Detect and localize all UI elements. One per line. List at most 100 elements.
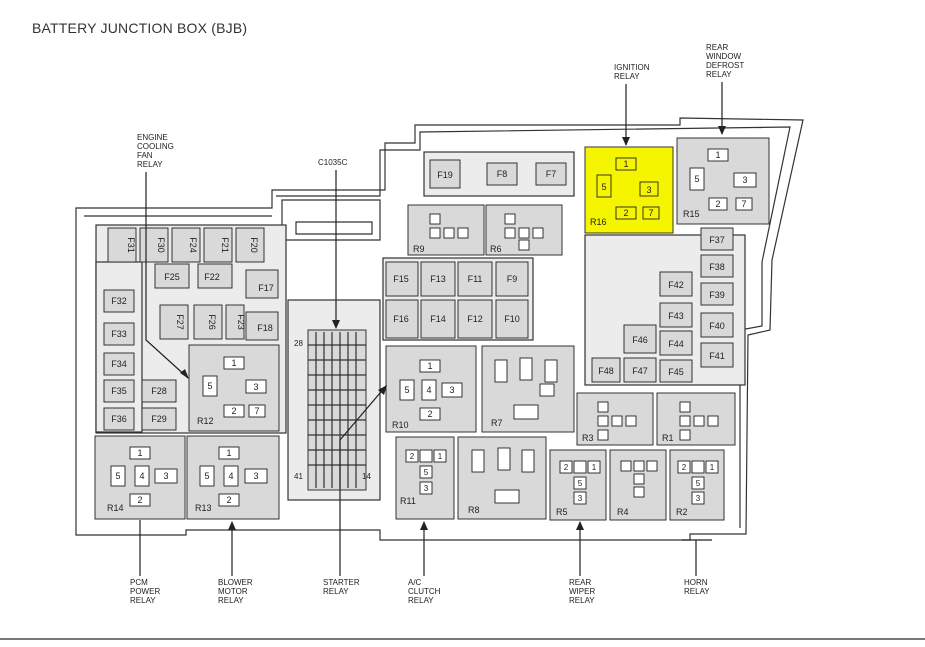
relay-label-r5: R5 xyxy=(556,507,568,517)
relay-label-r16: R16 xyxy=(590,217,607,227)
fuse-f8: F8 xyxy=(497,169,508,179)
relay-label-r6: R6 xyxy=(490,244,502,254)
r14-pin-3: 3 xyxy=(163,471,168,481)
callout-ac-line2: CLUTCH xyxy=(408,587,441,596)
callout-pcm-relay: PCM POWER RELAY xyxy=(130,520,160,605)
r13-pin-5: 5 xyxy=(204,471,209,481)
fuse-f22: F22 xyxy=(204,272,220,282)
callout-fan-line3: FAN xyxy=(137,151,153,160)
fuse-f46: F46 xyxy=(632,335,648,345)
relay-r14: 1 5 4 3 2 R14 xyxy=(94,435,186,520)
callout-starter-relay: STARTER RELAY xyxy=(323,385,387,596)
callout-rear-defrost-relay: REAR WINDOW DEFROST RELAY xyxy=(706,43,744,135)
fuse-f26: F26 xyxy=(207,314,217,330)
relay-label-r11: R11 xyxy=(400,496,416,506)
connector-pin-28: 28 xyxy=(294,339,303,348)
r10-pin-5: 5 xyxy=(404,385,409,395)
fuse-f38: F38 xyxy=(709,262,725,272)
fuse-f9: F9 xyxy=(507,274,518,284)
relay-label-r9: R9 xyxy=(413,244,425,254)
r16-pin-3: 3 xyxy=(646,185,651,195)
fuse-f48: F48 xyxy=(598,366,614,376)
fuse-f34: F34 xyxy=(111,359,127,369)
fuse-f13: F13 xyxy=(430,274,446,284)
r5-pin-3: 3 xyxy=(578,494,583,503)
fuse-f47: F47 xyxy=(632,366,648,376)
r11-pin-3: 3 xyxy=(424,484,429,493)
r13-pin-1: 1 xyxy=(226,448,231,458)
callout-defrost-line3: DEFROST xyxy=(706,61,744,70)
callout-horn-line2: RELAY xyxy=(684,587,710,596)
connector-c1035c: 28 41 14 xyxy=(287,299,381,501)
fuse-f25: F25 xyxy=(164,272,180,282)
left-column-fuses: F32 F33 F34 F35 F28 F36 F29 xyxy=(103,289,177,431)
callout-ac-line3: RELAY xyxy=(408,596,434,605)
callout-ignition-line1: IGNITION xyxy=(614,63,650,72)
r15-pin-2: 2 xyxy=(715,199,720,209)
r16-pin-1: 1 xyxy=(623,159,628,169)
fuse-f15: F15 xyxy=(393,274,409,284)
fuse-f41: F41 xyxy=(709,351,725,361)
callout-wiper-line1: REAR xyxy=(569,578,591,587)
callout-horn-relay: HORN RELAY xyxy=(682,539,712,596)
top-row-fuses: F31 F30 F24 F21 F20 xyxy=(107,227,265,263)
relay-label-r15: R15 xyxy=(683,209,700,219)
fuse-f39: F39 xyxy=(709,290,725,300)
fuse-f10: F10 xyxy=(504,314,520,324)
callout-wiper-line2: WIPER xyxy=(569,587,595,596)
r5-pin-5: 5 xyxy=(578,479,583,488)
r10-pin-4: 4 xyxy=(426,385,431,395)
callout-fan-line2: COOLING xyxy=(137,142,174,151)
r2-pin-3: 3 xyxy=(696,494,701,503)
callout-horn-line1: HORN xyxy=(684,578,708,587)
relay-label-r12: R12 xyxy=(197,416,214,426)
r12-pin-7: 7 xyxy=(254,406,259,416)
fuse-f30: F30 xyxy=(156,237,166,253)
relay-label-r13: R13 xyxy=(195,503,212,513)
callout-defrost-line2: WINDOW xyxy=(706,52,742,61)
relay-r15: 1 5 3 2 7 R15 xyxy=(676,137,770,225)
footer-divider xyxy=(0,638,925,640)
callout-ac-clutch-relay: A/C CLUTCH RELAY xyxy=(408,521,441,605)
r11-pin-5: 5 xyxy=(424,468,429,477)
r2-pin-1: 1 xyxy=(710,463,715,472)
fuse-f36: F36 xyxy=(111,414,127,424)
relay-r16: 1 5 3 2 7 R16 xyxy=(584,146,674,234)
callout-blower-line3: RELAY xyxy=(218,596,244,605)
callout-defrost-line4: RELAY xyxy=(706,70,732,79)
callout-ignition-relay: IGNITION RELAY xyxy=(614,63,650,146)
relay-r13: 1 5 4 3 2 R13 xyxy=(186,435,280,520)
r12-pin-2: 2 xyxy=(231,406,236,416)
relay-r11: 2 1 5 3 R11 xyxy=(395,436,455,520)
r13-pin-3: 3 xyxy=(253,471,258,481)
relay-r6: R6 xyxy=(485,204,563,256)
relay-r3: R3 xyxy=(576,392,654,446)
relay-label-r3: R3 xyxy=(582,433,594,443)
fuse-f27: F27 xyxy=(175,314,185,330)
fuse-f14: F14 xyxy=(430,314,446,324)
callout-pcm-line1: PCM xyxy=(130,578,148,587)
fuse-f40: F40 xyxy=(709,321,725,331)
r5-pin-1: 1 xyxy=(592,463,597,472)
callout-blower-line2: MOTOR xyxy=(218,587,248,596)
callout-blower-line1: BLOWER xyxy=(218,578,253,587)
mid-fuses: F25 F22 F17 F27 F26 F23 F18 xyxy=(154,263,279,341)
r11-pin-1: 1 xyxy=(438,452,443,461)
fuse-f16: F16 xyxy=(393,314,409,324)
fuse-f44: F44 xyxy=(668,339,684,349)
right-fuse-area: F37 F38 F39 F40 F41 F42 F43 F44 F45 F46 … xyxy=(584,227,746,386)
r12-pin-3: 3 xyxy=(253,382,258,392)
callout-starter-line2: RELAY xyxy=(323,587,349,596)
diagram-title: BATTERY JUNCTION BOX (BJB) xyxy=(32,20,248,36)
callout-ac-line1: A/C xyxy=(408,578,422,587)
callout-defrost-line1: REAR xyxy=(706,43,728,52)
middle-fuse-grid: F15 F13 F11 F9 F16 F14 F12 F10 xyxy=(382,257,534,341)
relay-label-r14: R14 xyxy=(107,503,124,513)
r16-pin-5: 5 xyxy=(601,182,606,192)
r14-pin-4: 4 xyxy=(139,471,144,481)
fuse-f23: F23 xyxy=(236,314,246,330)
top-fuse-block: F19 F8 F7 xyxy=(423,151,575,197)
callout-pcm-line3: RELAY xyxy=(130,596,156,605)
callout-pcm-line2: POWER xyxy=(130,587,160,596)
